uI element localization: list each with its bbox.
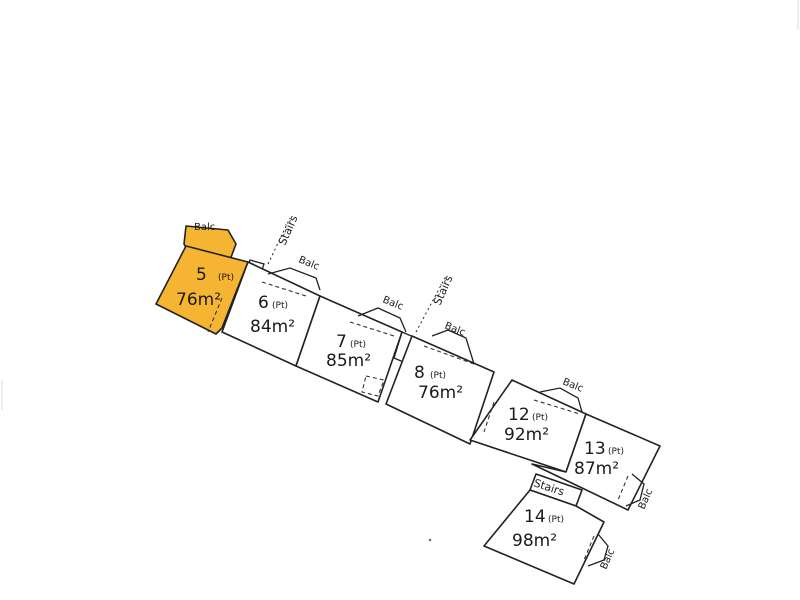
lot-12-balc-label: Balc <box>561 377 585 395</box>
lot-14-balcony <box>587 533 609 567</box>
lot-12-internal-dash <box>533 399 581 415</box>
lot-5-tag: (Pt) <box>218 273 234 283</box>
lot-5-area: 76m² <box>176 290 221 310</box>
lot-14-tag: (Pt) <box>548 515 564 525</box>
lot-8-shape <box>385 335 495 445</box>
lot-13-shape <box>531 413 661 511</box>
lot-5[interactable]: 5 (Pt) 76m² <box>155 225 249 335</box>
lot-12-number: 12 <box>508 405 530 425</box>
lot-6-internal-dash <box>261 281 307 297</box>
lot-7-store-dashed <box>361 375 385 397</box>
lot-13[interactable]: 13 (Pt) 87m² <box>531 413 661 511</box>
lot-13-tag: (Pt) <box>608 447 624 457</box>
lot-12-area: 92m² <box>504 425 549 445</box>
lot-8-area: 76m² <box>418 383 463 403</box>
lot-12-balcony <box>539 387 583 413</box>
mark-dot <box>428 538 432 542</box>
lot-8-internal-dash <box>423 345 475 365</box>
lot-8-balc-label: Balc <box>443 321 467 339</box>
lot-12-tag: (Pt) <box>532 413 548 423</box>
lot-13-area: 87m² <box>574 459 619 479</box>
lot-5-internal-dash <box>207 297 223 333</box>
stairs-1-label: Stairs <box>276 213 301 247</box>
lot-14-internal-dash <box>583 535 595 561</box>
lot-12[interactable]: 12 (Pt) 92m² <box>469 379 587 473</box>
lot-7-balc-label: Balc <box>381 295 405 313</box>
lot-7-internal-dash <box>349 321 395 337</box>
lot-7-shape <box>295 295 403 403</box>
lot-6-number: 6 <box>258 293 269 313</box>
lot-7[interactable]: 7 (Pt) 85m² <box>295 295 407 403</box>
lot-8-tag: (Pt) <box>430 371 446 381</box>
lot-7-area: 85m² <box>326 351 371 371</box>
lot-7-balcony <box>357 307 407 333</box>
lot-14[interactable]: 14 (Pt) 98m² <box>483 489 609 585</box>
lot-14-shape <box>483 489 605 585</box>
lot-8-number: 8 <box>414 363 425 383</box>
lot-6-balc-label: Balc <box>297 255 321 273</box>
lot-8[interactable]: 8 (Pt) 76m² <box>385 329 495 445</box>
lot-13-balc-label: Balc <box>637 487 656 511</box>
stairs-2-dotted-line <box>415 275 447 333</box>
lot-6-balcony <box>267 267 321 291</box>
lot-7-number: 7 <box>336 332 347 352</box>
lot-13-number: 13 <box>584 439 606 459</box>
stairs-1-dotted-line <box>267 217 291 265</box>
lot-6-tag: (Pt) <box>272 301 288 311</box>
lot-8-balcony <box>431 329 475 365</box>
lot-14-number: 14 <box>524 507 546 527</box>
lot-5-balc-label: Balc <box>194 222 215 233</box>
lot-14-balc-label: Balc <box>599 547 618 571</box>
lot-13-internal-dash <box>617 475 629 501</box>
lot-14-area: 98m² <box>512 531 557 551</box>
stairs-2-label: Stairs <box>431 273 456 307</box>
lot-7-tag: (Pt) <box>350 340 366 350</box>
lot-5-number: 5 <box>196 265 207 285</box>
lot-13-balcony <box>625 473 645 507</box>
lot-12-edge-dash <box>483 401 495 433</box>
lot-6-area: 84m² <box>250 317 295 337</box>
